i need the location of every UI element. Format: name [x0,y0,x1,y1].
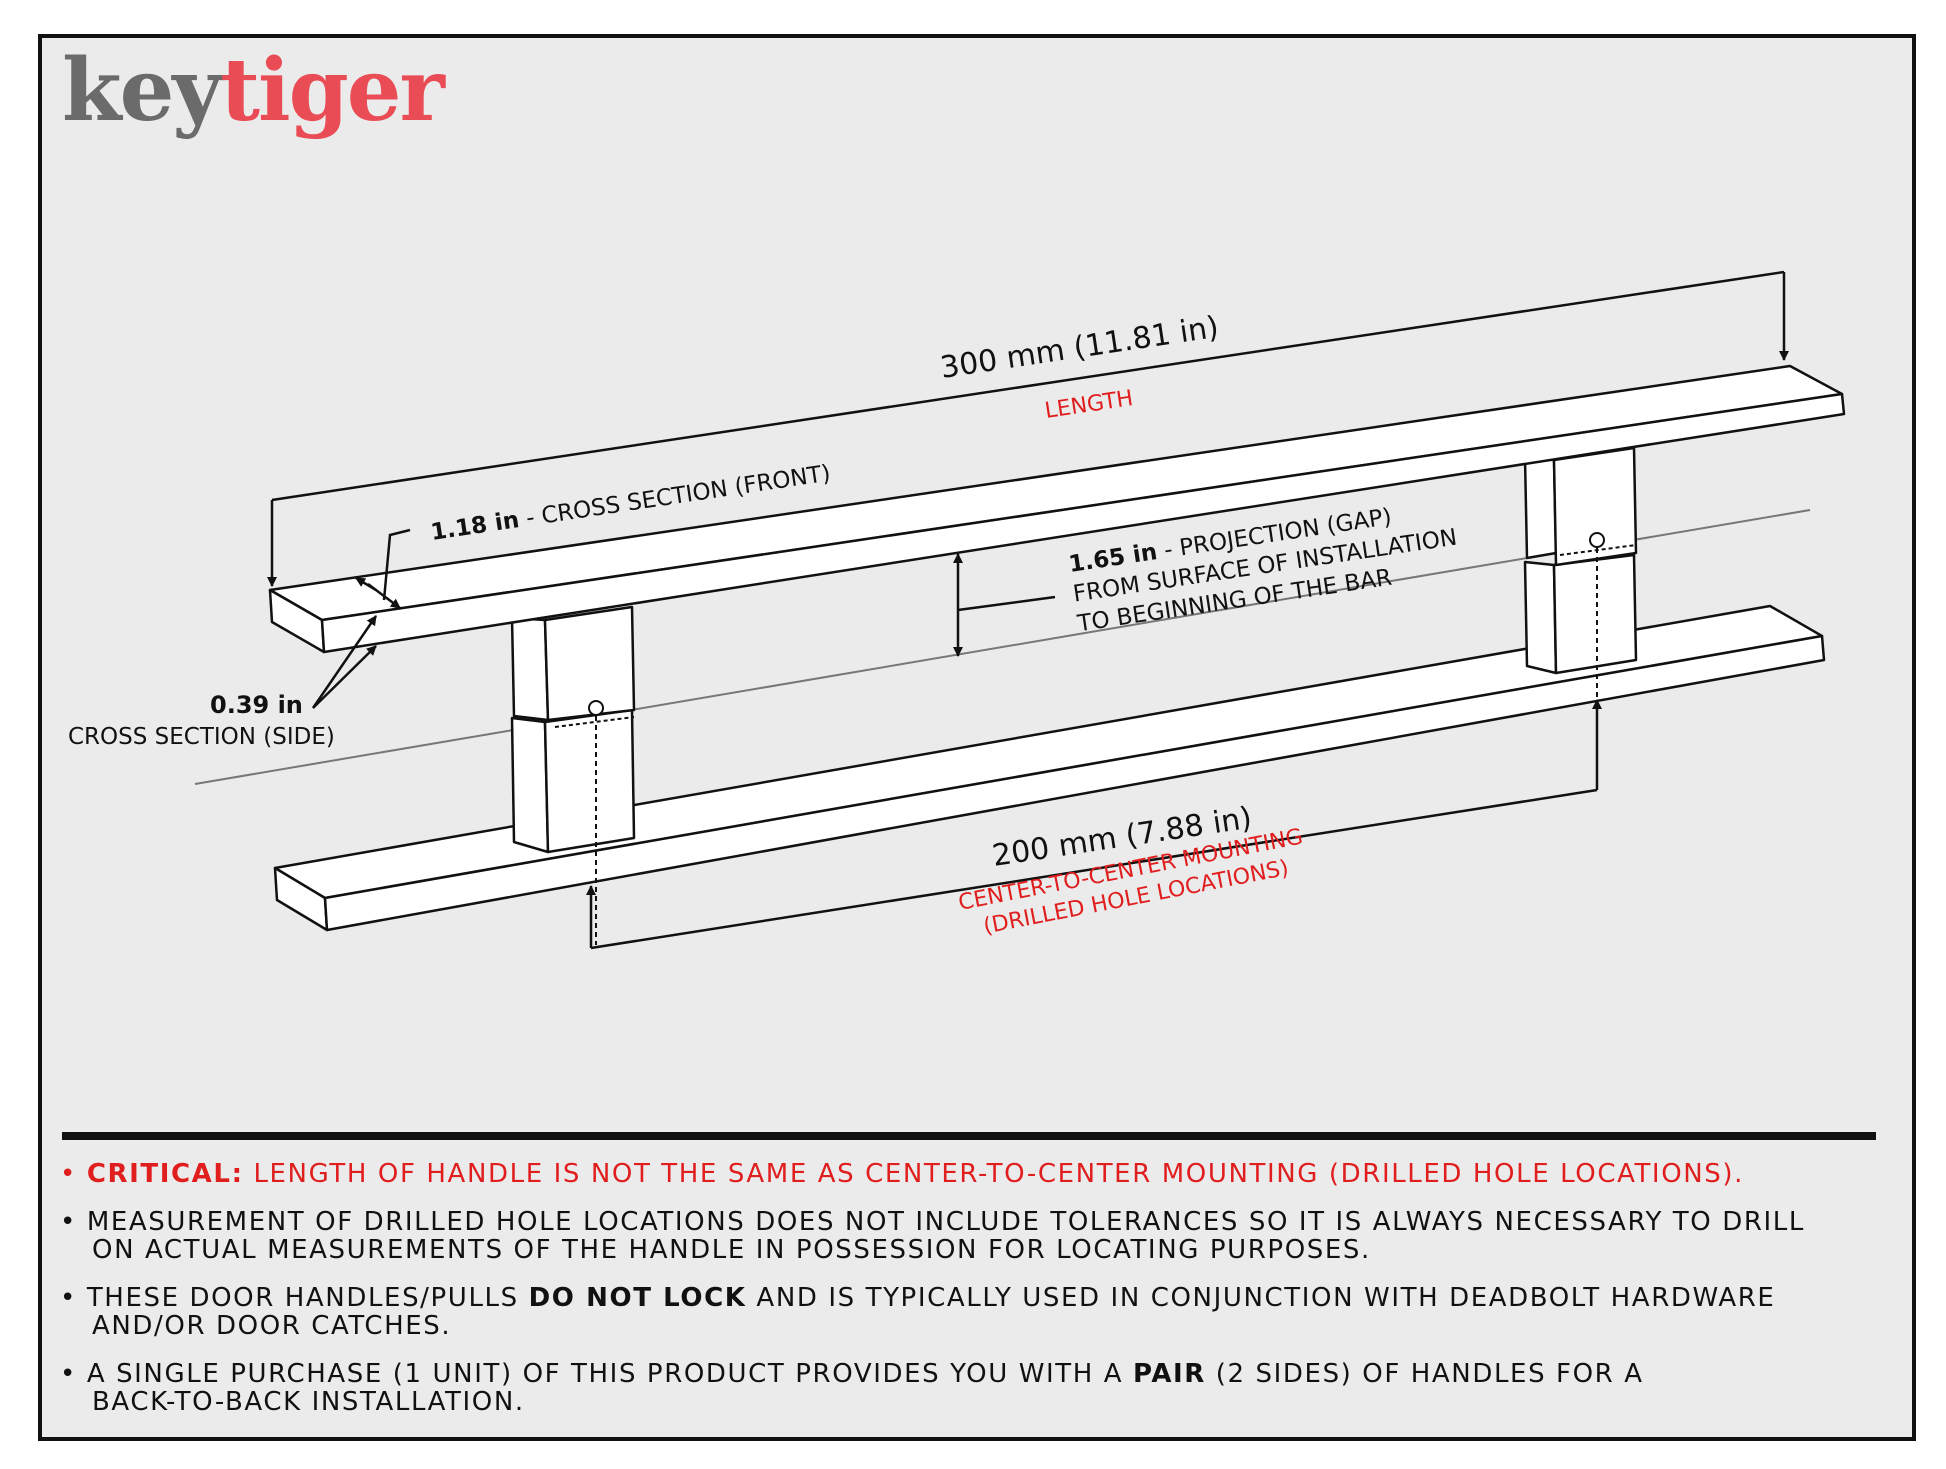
keytiger-logo: keytiger [62,48,445,134]
note-no-lock-post: AND IS TYPICALLY USED IN CONJUNCTION WIT… [746,1283,1776,1313]
front-bar [268,364,1846,654]
length-dimension [267,270,1789,587]
notes-list: • CRITICAL: LENGTH OF HANDLE IS NOT THE … [60,1160,1890,1436]
length-label: LENGTH [1043,386,1135,424]
note-tolerances-line2: ON ACTUAL MEASUREMENTS OF THE HANDLE IN … [92,1235,1371,1265]
c2c-dimension [586,699,1602,950]
drill-holes [554,532,1637,945]
front-section-value: 1.18 in [429,507,521,546]
note-no-lock: • THESE DOOR HANDLES/PULLS DO NOT LOCK A… [60,1284,1890,1340]
back-bar [273,604,1826,932]
diagram-frame [38,34,1916,1441]
length-value: 300 mm (11.81 in) [938,310,1221,386]
lower-posts [510,553,1638,854]
side-section-text: CROSS SECTION (SIDE) [68,724,335,750]
hole-left [588,700,604,716]
logo-tiger: tiger [220,40,445,141]
note-pair-bold: PAIR [1133,1359,1206,1389]
divider-rule [62,1132,1876,1140]
note-critical: • CRITICAL: LENGTH OF HANDLE IS NOT THE … [60,1159,1745,1189]
side-section-value: 0.39 in [210,691,303,719]
note-tolerances: • MEASUREMENT OF DRILLED HOLE LOCATIONS … [60,1208,1890,1264]
note-no-lock-bold: DO NOT LOCK [528,1283,747,1313]
note-pair-pre: A SINGLE PURCHASE (1 UNIT) OF THIS PRODU… [86,1359,1134,1389]
note-pair-line2: BACK-TO-BACK INSTALLATION. [92,1387,525,1417]
gap-dimension [953,553,1056,657]
note-tolerances-line1: MEASUREMENT OF DRILLED HOLE LOCATIONS DO… [86,1207,1805,1237]
note-no-lock-pre: THESE DOOR HANDLES/PULLS [86,1283,529,1313]
note-pair-post: (2 SIDES) OF HANDLES FOR A [1205,1359,1644,1389]
note-no-lock-line2: AND/OR DOOR CATCHES. [92,1311,452,1341]
front-section-leader [355,528,411,609]
note-pair: • A SINGLE PURCHASE (1 UNIT) OF THIS PRO… [60,1360,1890,1416]
logo-key: key [62,40,222,141]
note-critical-text: LENGTH OF HANDLE IS NOT THE SAME AS CENT… [243,1159,1745,1189]
side-section-leader [311,615,378,709]
note-critical-label: CRITICAL: [86,1159,244,1189]
hole-right [1589,532,1605,548]
